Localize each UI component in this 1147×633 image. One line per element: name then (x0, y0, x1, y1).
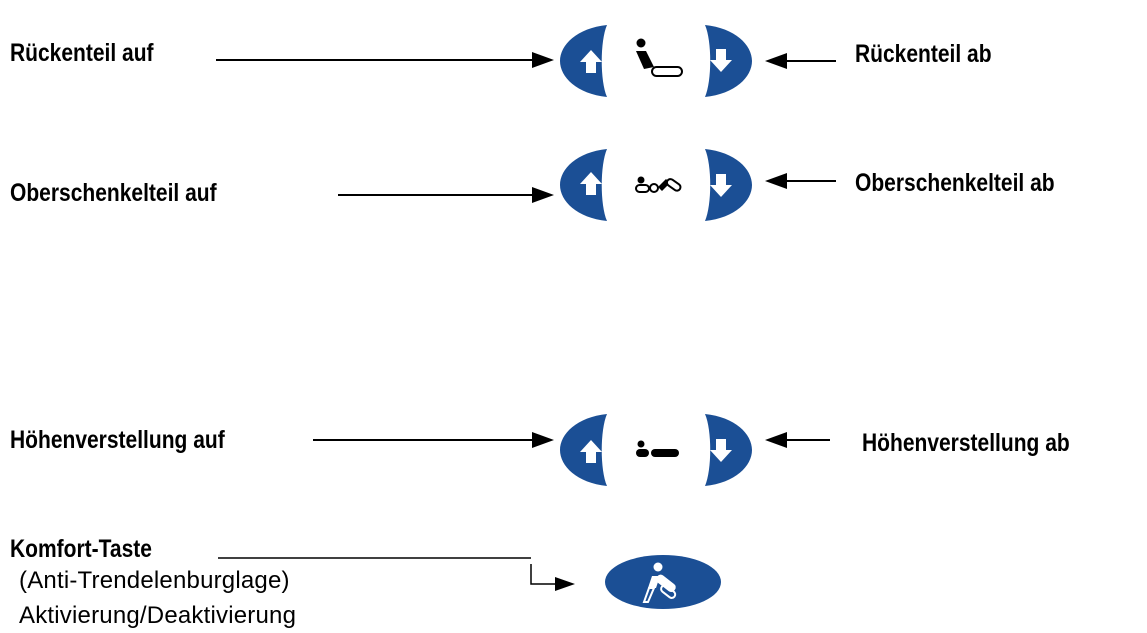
thigh-row (338, 149, 836, 221)
backrest-icon (636, 38, 683, 77)
anti-trendelenburg-icon (642, 562, 677, 603)
comfort-title: Komfort-Taste (10, 535, 152, 563)
pointer-arrowhead (765, 432, 787, 448)
pointer-arrowhead (765, 173, 787, 189)
thigh-section-icon (635, 176, 682, 193)
pointer-arrowhead (532, 187, 554, 203)
backrest-down-label: Rückenteil ab (855, 40, 992, 68)
pointer-arrowhead (555, 577, 575, 591)
thigh-up-label: Oberschenkelteil auf (10, 179, 217, 207)
height-row (313, 414, 830, 486)
thigh-down-button[interactable] (705, 149, 752, 221)
height-down-button[interactable] (705, 414, 752, 486)
comfort-description: Aktivierung/Deaktivierung (19, 602, 297, 629)
comfort-subtitle: (Anti-Trendelenburglage) (19, 567, 290, 594)
backrest-up-label: Rückenteil auf (10, 39, 154, 67)
backrest-row (216, 25, 836, 97)
thigh-down-label: Oberschenkelteil ab (855, 169, 1055, 197)
comfort-row (218, 555, 721, 609)
height-adjust-icon (636, 440, 679, 457)
comfort-button[interactable] (605, 555, 721, 609)
height-up-button[interactable] (560, 414, 607, 486)
thigh-up-button[interactable] (560, 149, 607, 221)
pointer-arrowhead (532, 432, 554, 448)
pointer-arrowhead (532, 52, 554, 68)
backrest-down-button[interactable] (705, 25, 752, 97)
height-down-label: Höhenverstellung ab (862, 429, 1070, 457)
backrest-up-button[interactable] (560, 25, 607, 97)
pointer-arrowhead (765, 53, 787, 69)
height-up-label: Höhenverstellung auf (10, 426, 225, 454)
pointer-elbow (530, 564, 558, 585)
